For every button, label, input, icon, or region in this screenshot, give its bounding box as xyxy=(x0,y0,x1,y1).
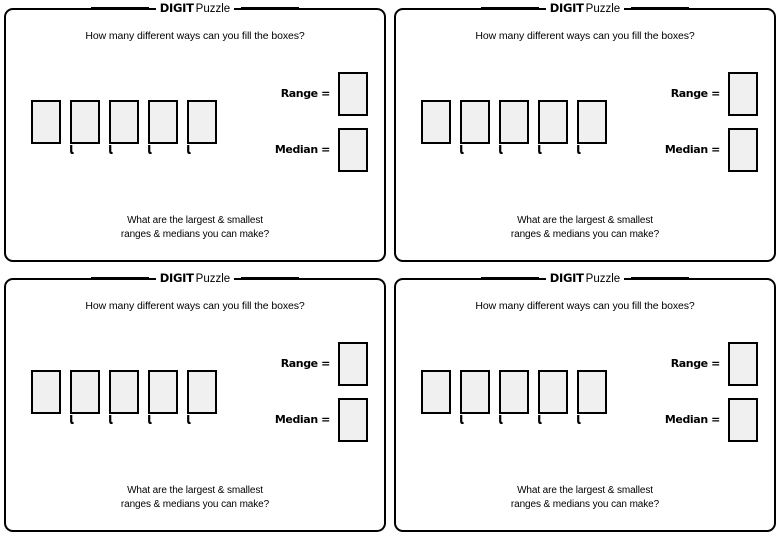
answer-row: Range = xyxy=(638,342,758,386)
median-answer-box[interactable] xyxy=(728,128,758,172)
range-answer-box[interactable] xyxy=(728,342,758,386)
digit-box[interactable] xyxy=(498,370,529,425)
card-footer: What are the largest & smallest ranges & … xyxy=(0,214,390,242)
digit-box[interactable] xyxy=(69,370,100,425)
digit-box-tail-icon xyxy=(459,411,468,425)
digit-box-tail-icon xyxy=(498,411,507,425)
digit-box-tail-icon xyxy=(69,141,78,155)
digit-box-tail-icon xyxy=(537,141,546,155)
digit-box[interactable] xyxy=(576,370,607,425)
digit-box-tail-icon xyxy=(69,411,78,425)
digit-box[interactable] xyxy=(537,100,568,155)
digit-box[interactable] xyxy=(147,100,178,155)
card-footer: What are the largest & smallest ranges & … xyxy=(390,214,780,242)
card-footer-line-2: ranges & medians you can make? xyxy=(120,499,270,510)
range-label: Range = xyxy=(280,87,331,100)
answers-block: Range = Median = xyxy=(248,72,368,172)
digit-box[interactable] xyxy=(31,100,61,144)
digit-box[interactable] xyxy=(108,100,139,155)
answer-row: Range = xyxy=(248,72,368,116)
answer-row: Median = xyxy=(638,128,758,172)
digit-box[interactable] xyxy=(421,100,451,144)
card-prompt: How many different ways can you fill the… xyxy=(475,300,695,312)
range-answer-box[interactable] xyxy=(728,72,758,116)
range-answer-box[interactable] xyxy=(338,72,368,116)
digit-box[interactable] xyxy=(459,370,490,425)
answers-block: Range = Median = xyxy=(638,342,758,442)
answer-row: Median = xyxy=(248,398,368,442)
median-label: Median = xyxy=(274,143,331,156)
answer-row: Range = xyxy=(638,72,758,116)
digit-box-row xyxy=(421,370,607,425)
range-answer-box[interactable] xyxy=(338,342,368,386)
digit-box-tail-icon xyxy=(147,141,156,155)
digit-box-tail-icon xyxy=(498,141,507,155)
card-footer-line-1: What are the largest & smallest xyxy=(127,215,263,226)
digit-box[interactable] xyxy=(186,100,217,155)
card-prompt: How many different ways can you fill the… xyxy=(85,30,305,42)
card-footer-line-1: What are the largest & smallest xyxy=(517,485,653,496)
digit-box[interactable] xyxy=(576,100,607,155)
range-label: Range = xyxy=(670,87,721,100)
digit-box-tail-icon xyxy=(459,141,468,155)
digit-box-tail-icon xyxy=(147,411,156,425)
card-footer-line-1: What are the largest & smallest xyxy=(517,215,653,226)
answer-row: Median = xyxy=(638,398,758,442)
digit-box-row xyxy=(31,100,217,155)
digit-box-tail-icon xyxy=(537,411,546,425)
digit-box-tail-icon xyxy=(186,411,195,425)
digit-box[interactable] xyxy=(108,370,139,425)
median-label: Median = xyxy=(664,413,721,426)
digit-box[interactable] xyxy=(459,100,490,155)
digit-box-tail-icon xyxy=(186,141,195,155)
answers-block: Range = Median = xyxy=(638,72,758,172)
card-footer-line-2: ranges & medians you can make? xyxy=(510,499,660,510)
card-footer: What are the largest & smallest ranges & … xyxy=(0,484,390,512)
digit-box[interactable] xyxy=(537,370,568,425)
digit-box[interactable] xyxy=(421,370,451,414)
digit-box[interactable] xyxy=(498,100,529,155)
digit-box[interactable] xyxy=(31,370,61,414)
card-prompt: How many different ways can you fill the… xyxy=(475,30,695,42)
digit-box-row xyxy=(31,370,217,425)
median-answer-box[interactable] xyxy=(728,398,758,442)
card-footer-line-1: What are the largest & smallest xyxy=(127,485,263,496)
answer-row: Range = xyxy=(248,342,368,386)
answers-block: Range = Median = xyxy=(248,342,368,442)
digit-box-tail-icon xyxy=(108,141,117,155)
digit-box-tail-icon xyxy=(108,411,117,425)
digit-box[interactable] xyxy=(186,370,217,425)
digit-box-row xyxy=(421,100,607,155)
card-footer-line-2: ranges & medians you can make? xyxy=(510,229,660,240)
median-label: Median = xyxy=(664,143,721,156)
digit-box-tail-icon xyxy=(576,141,585,155)
median-label: Median = xyxy=(274,413,331,426)
card-prompt: How many different ways can you fill the… xyxy=(85,300,305,312)
range-label: Range = xyxy=(670,357,721,370)
card-footer-line-2: ranges & medians you can make? xyxy=(120,229,270,240)
answer-row: Median = xyxy=(248,128,368,172)
range-label: Range = xyxy=(280,357,331,370)
median-answer-box[interactable] xyxy=(338,128,368,172)
digit-box[interactable] xyxy=(69,100,100,155)
digit-box-tail-icon xyxy=(576,411,585,425)
digit-box[interactable] xyxy=(147,370,178,425)
median-answer-box[interactable] xyxy=(338,398,368,442)
card-footer: What are the largest & smallest ranges & … xyxy=(390,484,780,512)
